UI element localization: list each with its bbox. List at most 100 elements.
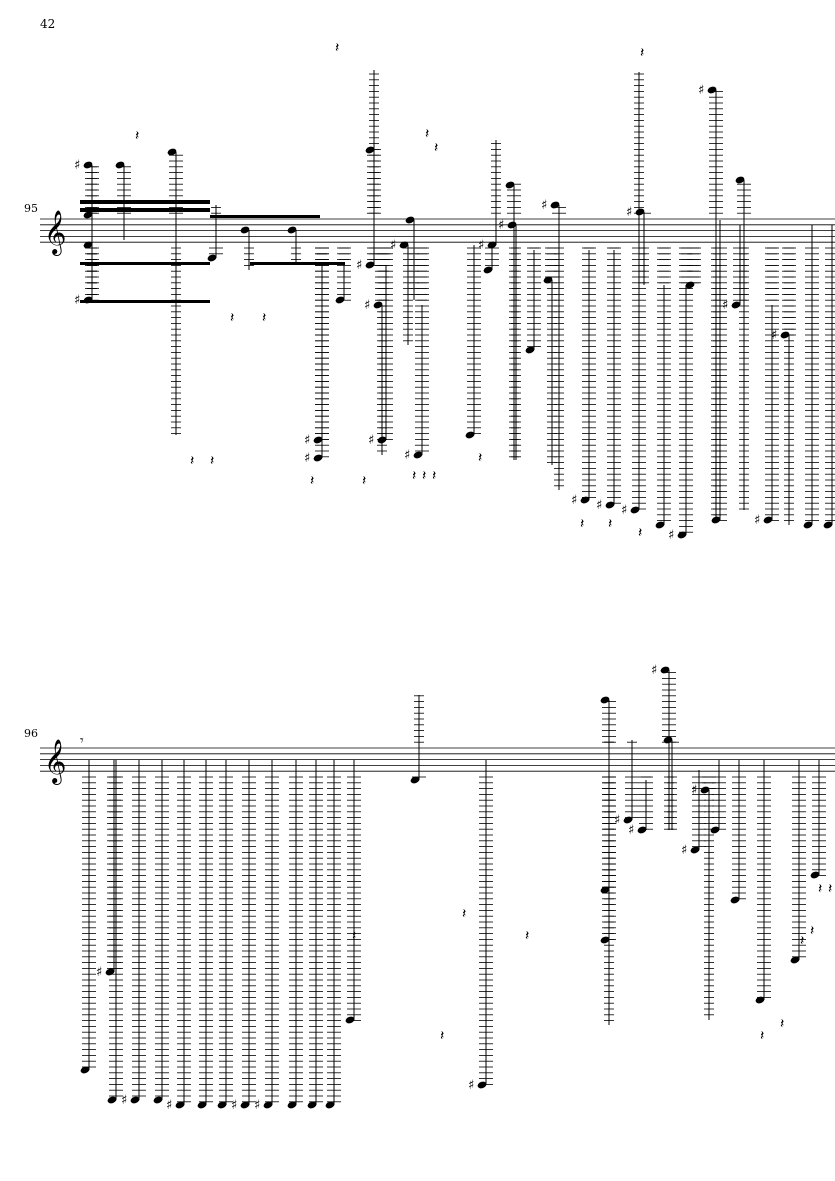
notehead [677, 531, 687, 539]
notehead [731, 301, 741, 309]
notehead [580, 496, 590, 504]
rest-icon: 𝄽 [638, 525, 642, 541]
rest-icon: 𝄽 [425, 126, 429, 142]
notehead [83, 296, 93, 304]
notehead [365, 261, 375, 269]
sharp-icon: ♯ [771, 328, 777, 343]
notehead [655, 521, 665, 529]
notehead [465, 431, 475, 439]
rest-icon: 𝄽 [810, 923, 814, 939]
sharp-icon: ♯ [304, 433, 310, 448]
notehead [373, 301, 383, 309]
sharp-icon: ♯ [304, 451, 310, 466]
sharp-icon: ♯ [754, 513, 760, 528]
notehead [525, 346, 535, 354]
page-number: 42 [40, 17, 56, 31]
rest-icon: 𝄽 [780, 1016, 784, 1032]
sharp-icon: ♯ [231, 1098, 237, 1113]
beam [210, 215, 320, 218]
notehead [630, 506, 640, 514]
notehead [780, 331, 790, 339]
notehead [377, 436, 387, 444]
notehead [325, 1101, 335, 1109]
sharp-icon: ♯ [166, 1098, 172, 1113]
notehead [660, 666, 670, 674]
notehead [700, 786, 710, 794]
sharp-icon: ♯ [498, 218, 504, 233]
notehead [399, 241, 409, 249]
measure-number-95: 95 [24, 202, 38, 215]
sharp-icon: ♯ [254, 1098, 260, 1113]
rest-icon: 𝄽 [800, 933, 804, 949]
treble-clef-icon: 𝄞 [44, 739, 66, 785]
notehead [105, 968, 115, 976]
notehead [690, 846, 700, 854]
notehead [600, 886, 610, 894]
sharp-icon: ♯ [722, 298, 728, 313]
sharp-icon: ♯ [628, 823, 634, 838]
sharp-icon: ♯ [614, 813, 620, 828]
sharp-icon: ♯ [571, 493, 577, 508]
notehead [735, 176, 745, 184]
sharp-icon: ♯ [626, 205, 632, 220]
rest-icon: 𝄽 [440, 1028, 444, 1044]
sharp-icon: ♯ [596, 498, 602, 513]
notehead [637, 826, 647, 834]
notehead [413, 451, 423, 459]
notehead [313, 454, 323, 462]
notehead [790, 956, 800, 964]
notehead [263, 1101, 273, 1109]
notehead [755, 996, 765, 1004]
rest-icon: 𝄽 [230, 310, 234, 326]
eighth-rest-icon: 𝄾 [80, 733, 84, 749]
notehead [507, 221, 517, 229]
rest-icon: 𝄽 [310, 473, 314, 489]
notehead [313, 436, 323, 444]
sharp-icon: ♯ [74, 158, 80, 173]
notehead [477, 1081, 487, 1089]
sharp-icon: ♯ [541, 198, 547, 213]
rest-icon: 𝄽 [525, 928, 529, 944]
sharp-icon: ♯ [668, 528, 674, 543]
rest-icon: 𝄽 [422, 468, 426, 484]
notehead [605, 501, 615, 509]
notehead [543, 276, 553, 284]
sharp-icon: ♯ [681, 843, 687, 858]
notehead [197, 1101, 207, 1109]
notehead [83, 241, 93, 249]
notehead [550, 201, 560, 209]
sharp-icon: ♯ [468, 1078, 474, 1093]
rest-icon: 𝄽 [335, 40, 339, 56]
sharp-icon: ♯ [478, 238, 484, 253]
rest-icon: 𝄽 [828, 881, 832, 897]
notehead [710, 826, 720, 834]
rest-icon: 𝄽 [432, 468, 436, 484]
notehead [711, 516, 721, 524]
rest-icon: 𝄽 [210, 453, 214, 469]
rest-icon: 𝄽 [478, 450, 482, 466]
notehead [600, 936, 610, 944]
notehead [635, 208, 645, 216]
notehead [707, 86, 717, 94]
notehead [803, 521, 813, 529]
notehead [600, 696, 610, 704]
beam [80, 262, 210, 265]
notehead [207, 254, 217, 262]
notehead [153, 1096, 163, 1104]
rest-icon: 𝄽 [434, 140, 438, 156]
notehead [287, 1101, 297, 1109]
notehead [483, 266, 493, 274]
notehead [623, 816, 633, 824]
notehead [307, 1101, 317, 1109]
notehead [287, 226, 297, 234]
rest-icon: 𝄽 [818, 881, 822, 897]
rest-icon: 𝄽 [462, 906, 466, 922]
beam [80, 208, 210, 212]
notehead [107, 1096, 117, 1104]
notehead [130, 1096, 140, 1104]
rest-icon: 𝄽 [352, 928, 356, 944]
notehead [365, 146, 375, 154]
beam [80, 300, 210, 303]
sharp-icon: ♯ [691, 783, 697, 798]
